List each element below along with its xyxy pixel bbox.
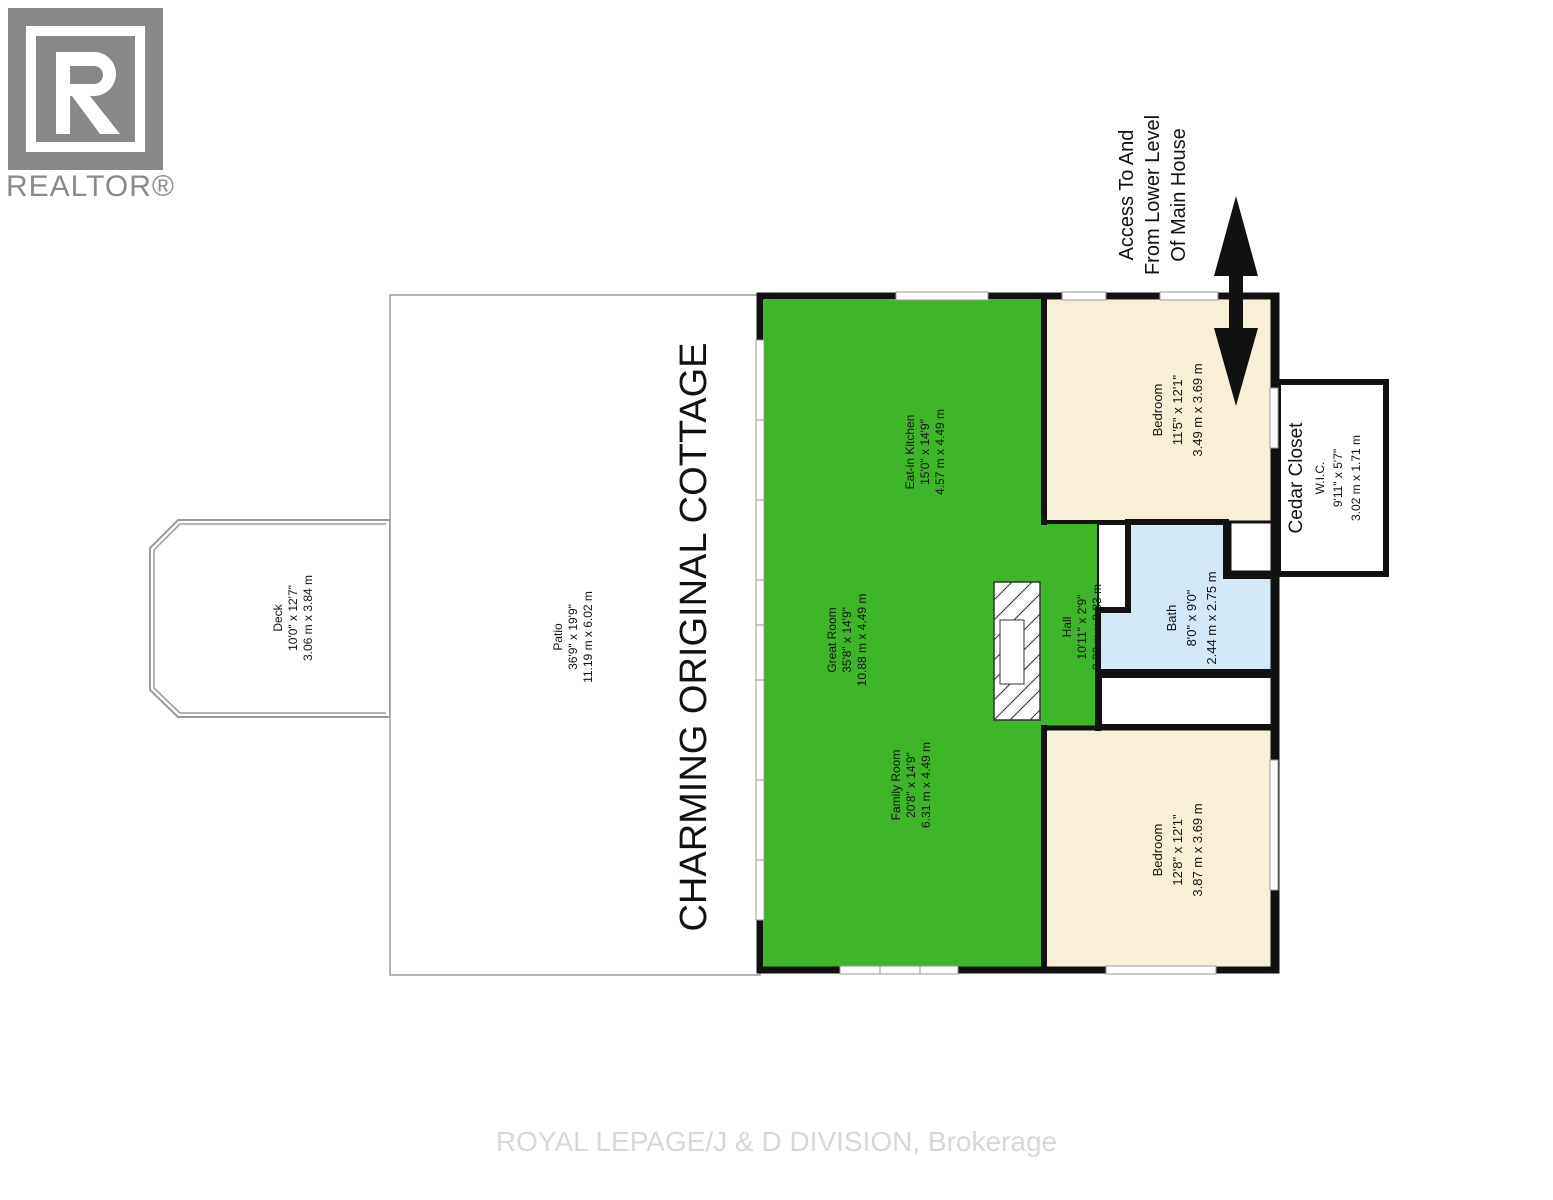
realtor-logo-icon [8, 8, 163, 170]
access-label: Access To And From Lower Level Of Main H… [1116, 115, 1190, 275]
cedar-closet-label: Cedar Closet W.I.C. 9'11" x 5'7" 3.02 m … [1286, 422, 1363, 534]
svg-text:4.57 m x 4.49 m: 4.57 m x 4.49 m [933, 409, 947, 495]
family-room-label: Family Room 20'8" x 14'9" 6.31 m x 4.49 … [889, 742, 933, 828]
access-arrow-icon [1214, 196, 1258, 406]
bedroom-1-label: Bedroom 11'5" x 12'1" 3.49 m x 3.69 m [1150, 363, 1205, 456]
hall-area [1042, 522, 1098, 726]
svg-text:2.44 m x 2.75 m: 2.44 m x 2.75 m [1204, 571, 1219, 664]
svg-text:Eat-in Kitchen: Eat-in Kitchen [903, 415, 917, 490]
access-line-1: Access To And [1116, 130, 1138, 261]
brokerage-watermark: ROYAL LEPAGE/J & D DIVISION, Brokerage [495, 1126, 1058, 1157]
patio-label: Patio 36'9" x 19'9" 11.19 m x 6.02 m [551, 591, 595, 683]
great-room-label: Great Room 35'8" x 14'9" 10.88 m x 4.49 … [825, 594, 869, 687]
svg-text:35'8" x 14'9": 35'8" x 14'9" [840, 607, 854, 673]
kitchen-label: Eat-in Kitchen 15'0" x 14'9" 4.57 m x 4.… [903, 409, 947, 495]
svg-text:Patio: Patio [551, 623, 565, 651]
svg-text:3.33 m x 0.83 m: 3.33 m x 0.83 m [1090, 584, 1104, 670]
svg-text:W.I.C.: W.I.C. [1313, 462, 1327, 495]
svg-text:12'8" x 12'1": 12'8" x 12'1" [1170, 814, 1185, 886]
svg-text:6.31 m x 4.49 m: 6.31 m x 4.49 m [919, 742, 933, 828]
realtor-logo-text: REALTOR® [6, 170, 176, 203]
svg-text:3.49 m x 3.69 m: 3.49 m x 3.69 m [1190, 363, 1205, 456]
bath-area [1100, 524, 1272, 672]
svg-text:Hall: Hall [1060, 617, 1074, 638]
svg-text:10'0" x 12'7": 10'0" x 12'7" [286, 585, 300, 651]
svg-text:Bedroom: Bedroom [1150, 384, 1165, 437]
cottage-title: CHARMING ORIGINAL COTTAGE [673, 342, 715, 931]
svg-text:11.19 m x 6.02 m: 11.19 m x 6.02 m [581, 591, 595, 683]
svg-text:3.87 m x 3.69 m: 3.87 m x 3.69 m [1190, 803, 1205, 896]
bedroom-2-area [1046, 730, 1274, 968]
hall-label: Hall 10'11" x 2'9" 3.33 m x 0.83 m [1060, 584, 1104, 670]
fireplace-icon [993, 581, 1041, 721]
access-line-2: From Lower Level [1142, 115, 1164, 275]
svg-text:15'0" x 14'9": 15'0" x 14'9" [918, 419, 932, 485]
patio-area [389, 294, 761, 976]
svg-text:Bedroom: Bedroom [1150, 824, 1165, 877]
svg-text:20'8" x 14'9": 20'8" x 14'9" [904, 752, 918, 818]
svg-text:Deck: Deck [271, 603, 285, 631]
deck-label: Deck 10'0" x 12'7" 3.06 m x 3.84 m [271, 575, 315, 661]
svg-text:Bath: Bath [1164, 605, 1179, 632]
bedroom-2-label: Bedroom 12'8" x 12'1" 3.87 m x 3.69 m [1150, 803, 1205, 896]
svg-text:Great Room: Great Room [825, 607, 839, 672]
deck-area [149, 519, 391, 718]
svg-text:9'11" x 5'7": 9'11" x 5'7" [1331, 449, 1345, 507]
svg-text:Family Room: Family Room [889, 750, 903, 821]
svg-text:10.88 m x 4.49 m: 10.88 m x 4.49 m [855, 594, 869, 687]
svg-text:Cedar Closet: Cedar Closet [1286, 422, 1307, 534]
svg-text:36'9" x 19'9": 36'9" x 19'9" [566, 604, 580, 670]
bath-label: Bath 8'0" x 9'0" 2.44 m x 2.75 m [1164, 571, 1219, 664]
svg-text:3.02 m x 1.71 m: 3.02 m x 1.71 m [1349, 435, 1363, 521]
svg-text:3.06 m x 3.84 m: 3.06 m x 3.84 m [301, 575, 315, 661]
svg-text:11'5" x 12'1": 11'5" x 12'1" [1170, 374, 1185, 445]
svg-text:10'11" x 2'9": 10'11" x 2'9" [1075, 595, 1089, 660]
access-line-3: Of Main House [1168, 128, 1190, 261]
svg-text:8'0" x 9'0": 8'0" x 9'0" [1184, 589, 1199, 646]
